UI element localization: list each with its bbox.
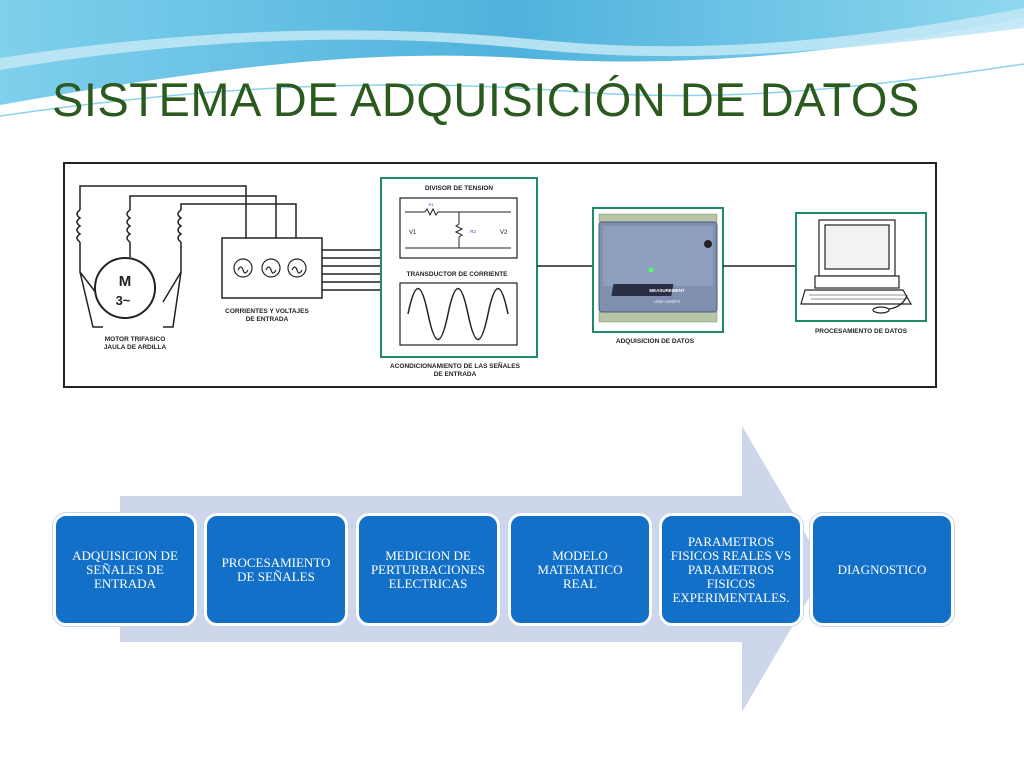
step-disturbance-measurement: MEDICION DE PERTURBACIONES ELECTRICAS	[356, 513, 500, 626]
motor-phase: 3~	[116, 293, 131, 308]
motor-windings-icon	[76, 185, 297, 328]
voltage-divider-circuit	[405, 207, 511, 249]
motor-label-line1: MOTOR TRIFASICO	[105, 336, 166, 343]
step-signal-acquisition: ADQUISICION DE SEÑALES DE ENTRADA	[53, 513, 197, 626]
daq-led	[648, 267, 654, 273]
daq-label: ADQUISICION DE DATOS	[616, 338, 695, 345]
sensor-label-line1: CORRIENTES Y VOLTAJES	[225, 308, 309, 315]
r2-label: R2	[470, 229, 476, 234]
conditioning-label-line2: DE ENTRADA	[434, 371, 477, 378]
motor-label-line2: JAULA DE ARDILLA	[104, 344, 167, 351]
step-math-model: MODELO MATEMATICO REAL	[508, 513, 652, 626]
sine-wave-icon	[407, 288, 509, 340]
step-parameter-comparison: PARAMETROS FISICOS REALES VS PARAMETROS …	[659, 513, 803, 626]
pc-label: PROCESAMIENTO DE DATOS	[815, 328, 908, 335]
transducer-title: TRANSDUCTOR DE CORRIENTE	[407, 271, 509, 278]
step-diagnostic: DIAGNOSTICO	[810, 513, 954, 626]
motor-icon	[94, 257, 156, 319]
sensor-label-line2: DE ENTRADA	[246, 316, 289, 323]
acquisition-system-diagram: M 3~ MOTOR TRIFASICO JAULA DE ARDILLA CO…	[63, 162, 937, 388]
v1-label: V1	[409, 230, 417, 236]
voltage-divider-box	[399, 197, 518, 259]
sensor-icons	[233, 258, 307, 278]
slide-title: SISTEMA DE ADQUISICIÓN DE DATOS	[52, 73, 920, 126]
motor-symbol: M	[119, 273, 132, 290]
signal-wires	[322, 249, 381, 291]
conditioning-label-line1: ACONDICIONAMIENTO DE LAS SEÑALES	[390, 361, 521, 370]
computer-icon	[800, 219, 913, 314]
v2-label: V2	[500, 230, 508, 236]
r1-label: R1	[428, 202, 434, 207]
step-signal-processing: PROCESAMIENTO DE SEÑALES	[204, 513, 348, 626]
daq-model: USB-1608FS	[654, 299, 681, 304]
daq-brand: MEASUREMENT	[649, 288, 685, 293]
current-transducer-box	[399, 282, 518, 346]
daq-knob	[704, 240, 712, 248]
sensor-box	[221, 237, 323, 299]
divider-title: DIVISOR DE TENSION	[425, 185, 494, 192]
